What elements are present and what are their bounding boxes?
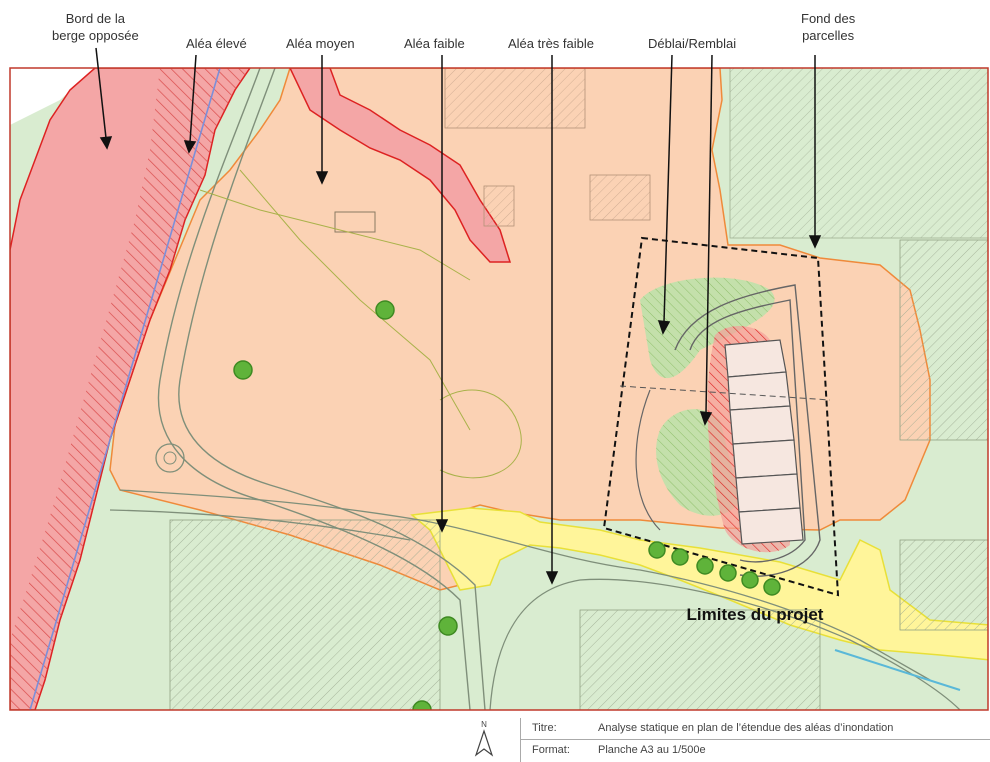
zone-alea-eleve-hatch: [10, 68, 250, 710]
building: [579, 609, 821, 710]
label-bord-berge: Bord de la berge opposée: [52, 10, 139, 44]
building: [729, 68, 988, 239]
format-key: Format:: [532, 744, 570, 756]
project-path: [674, 284, 821, 577]
small-structure: [334, 211, 376, 233]
label-deblai-remblai: Déblai/Remblai: [648, 36, 737, 51]
building: [483, 185, 515, 227]
label-fond-parcelles: Fond des parcelles: [801, 10, 855, 44]
north-arrow-icon: [474, 729, 494, 757]
north-arrow: N: [474, 720, 494, 759]
format-row: Format: Planche A3 au 1/500e: [520, 740, 990, 761]
road-edge: [109, 509, 411, 541]
roundabout-center: [163, 451, 177, 465]
road-edge: [157, 68, 471, 710]
building: [899, 539, 988, 631]
title-key: Titre:: [532, 722, 557, 734]
title-value: Analyse statique en plan de l’étendue de…: [598, 722, 894, 734]
label-bord-berge-line2: berge opposée: [52, 28, 139, 43]
label-limites-projet: Limites du projet: [687, 605, 824, 624]
title-row: Titre: Analyse statique en plan de l’éte…: [520, 718, 990, 740]
label-alea-faible: Aléa faible: [404, 36, 465, 51]
label-bord-berge-line1: Bord de la: [65, 11, 125, 26]
zone-alea-faible: [410, 507, 988, 661]
label-alea-eleve: Aléa élevé: [186, 36, 247, 51]
building: [899, 239, 988, 441]
road-edge: [178, 68, 486, 710]
project-limits: [602, 236, 840, 597]
label-fond-parcelles-line2: parcelles: [802, 28, 855, 43]
contour-line: [199, 189, 471, 281]
roundabout: [155, 443, 185, 473]
parking-stalls: [724, 339, 804, 545]
format-value: Planche A3 au 1/500e: [598, 744, 706, 756]
zone-alea-eleve-top: [289, 68, 512, 263]
section-line: [619, 385, 831, 401]
project-path: [689, 299, 806, 563]
zone-outside: [10, 68, 95, 125]
map-frame: [9, 67, 989, 711]
water-channel: [834, 649, 961, 691]
label-alea-tres-faible: Aléa très faible: [508, 36, 594, 51]
contour-line: [439, 389, 522, 479]
road-edge: [489, 578, 961, 710]
title-block-divider: [520, 718, 521, 762]
building: [169, 519, 441, 710]
contour-line: [239, 169, 471, 431]
annotation-arrows: [95, 47, 822, 585]
project-path: [635, 389, 661, 531]
trees: [233, 300, 781, 710]
title-block: Titre: Analyse statique en plan de l’éte…: [494, 718, 990, 762]
building: [444, 68, 586, 129]
label-alea-moyen: Aléa moyen: [286, 36, 355, 51]
bank-line: [29, 68, 221, 710]
label-fond-parcelles-line1: Fond des: [801, 11, 856, 26]
road-edge: [119, 489, 931, 681]
building: [589, 174, 651, 221]
north-label: N: [481, 720, 487, 729]
